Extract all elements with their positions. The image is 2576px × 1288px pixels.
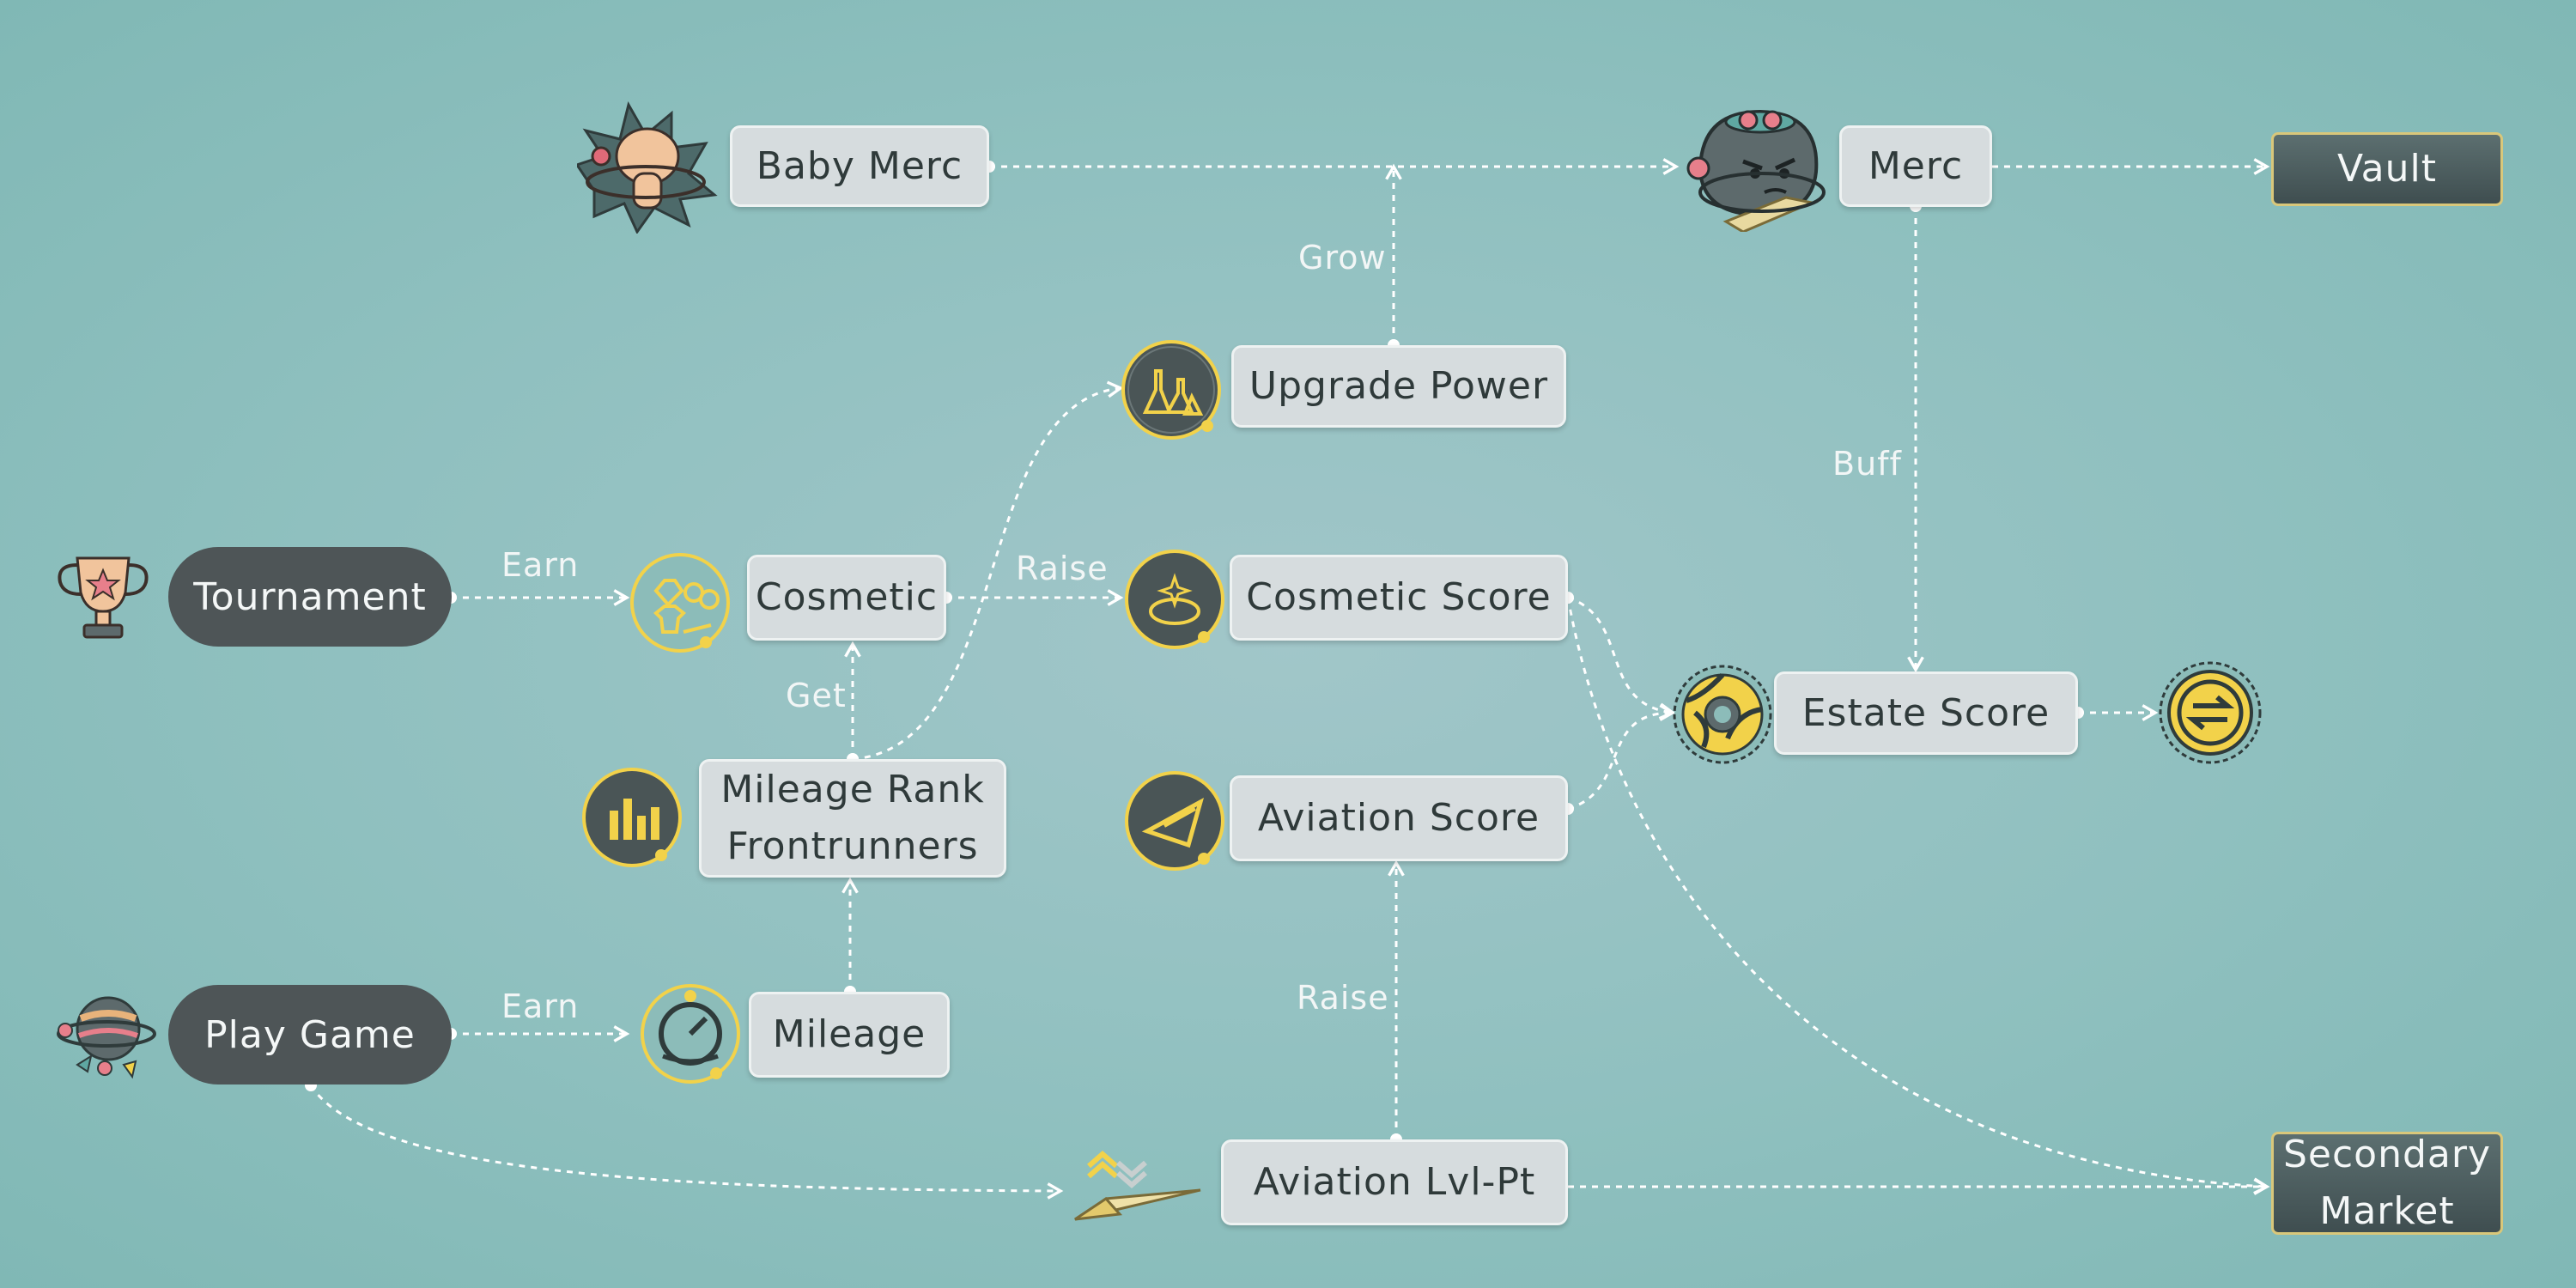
edge-playgame-aviation [309,1084,1064,1200]
gauge-icon [641,984,740,1084]
node-cosmetic[interactable]: Cosmetic [747,555,946,641]
estate-shield-icon [1673,665,1772,764]
paper-plane-upgrade-icon [1074,1151,1201,1221]
planet-rocket-icon [57,996,156,1079]
edge-cosmeticscore-market [1566,597,2270,1195]
bar-chart-icon [582,768,682,867]
node-aviation-score[interactable]: Aviation Score [1230,775,1568,861]
node-estate-score[interactable]: Estate Score [1774,671,2078,755]
edge-label-raise: Raise [1016,550,1109,587]
edge-label-raise: Raise [1297,979,1389,1017]
cosmetic-items-icon [630,553,730,653]
node-mileage[interactable]: Mileage [749,992,950,1078]
flask-icon [1121,340,1221,440]
edge-label-get: Get [786,677,847,714]
node-cosmetic-score[interactable]: Cosmetic Score [1230,555,1568,641]
node-secondary-market[interactable]: Secondary Market [2271,1132,2503,1235]
node-play-game[interactable]: Play Game [168,985,452,1084]
edge-label-grow: Grow [1298,239,1387,276]
node-aviation-lvl[interactable]: Aviation Lvl-Pt [1221,1139,1568,1225]
edge-label-earn: Earn [501,987,580,1025]
exchange-coin-icon [2159,661,2262,764]
node-tournament[interactable]: Tournament [168,547,452,647]
node-mileage-rank[interactable]: Mileage Rank Frontrunners [699,759,1006,878]
paper-plane-triangle-icon [1125,771,1224,871]
sparkle-ring-icon [1125,550,1224,649]
edge-aviationscore-estate [1567,704,1676,811]
node-baby-merc[interactable]: Baby Merc [730,125,989,207]
merc-character-icon [1686,109,1826,232]
edge-label-earn: Earn [501,546,580,584]
node-upgrade-power[interactable]: Upgrade Power [1231,345,1566,428]
node-vault[interactable]: Vault [2271,132,2503,206]
trophy-icon [58,556,149,639]
edge-mileagerank-upgrade [852,380,1124,761]
node-merc[interactable]: Merc [1839,125,1992,207]
edge-cosmeticscore-estate [1567,596,1676,720]
baby-merc-character-icon [577,101,718,234]
edge-label-buff: Buff [1832,445,1902,483]
